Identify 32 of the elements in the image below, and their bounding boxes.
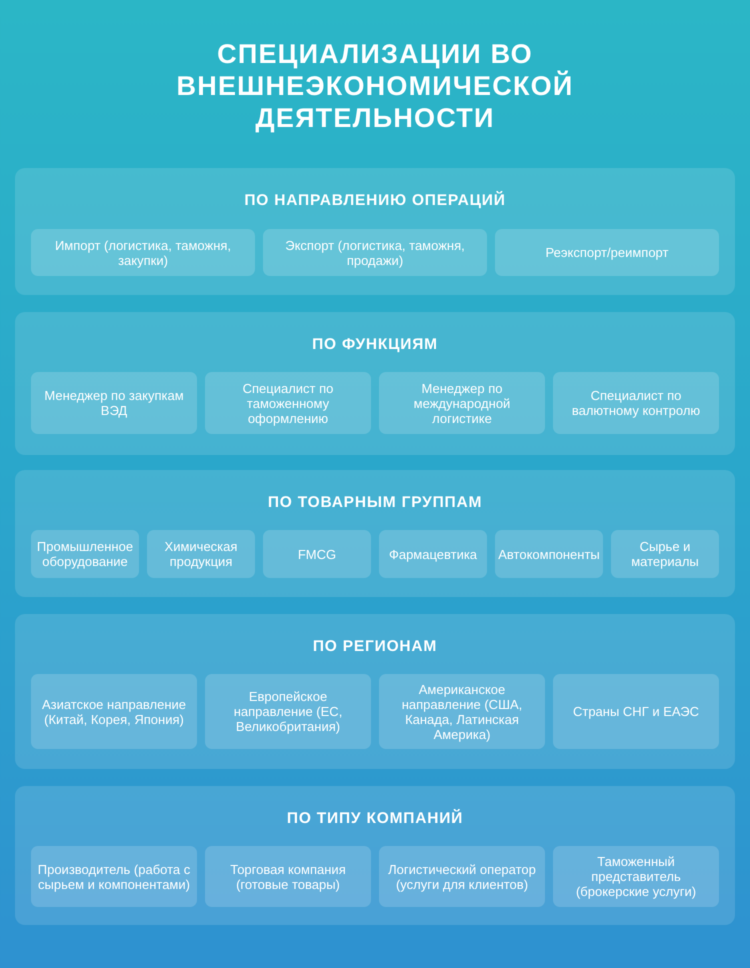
group-heading: ПО НАПРАВЛЕНИЮ ОПЕРАЦИЙ [244, 192, 506, 210]
group-panel [15, 470, 735, 597]
category-card: Химическая продукция [147, 530, 255, 578]
category-card: Американское направление (США, Канада, Латинская Америка) [379, 674, 545, 749]
category-card: FMCG [263, 530, 371, 578]
category-card: Специалист по таможенному оформлению [205, 372, 371, 434]
category-card: Менеджер по закупкам ВЭД [31, 372, 197, 434]
group-heading: ПО ТОВАРНЫМ ГРУППАМ [268, 494, 482, 512]
category-card: Промышленное оборудование [31, 530, 139, 578]
category-card: Импорт (логистика, таможня, закупки) [31, 229, 255, 276]
category-card: Реэкспорт/реимпорт [495, 229, 719, 276]
group-heading: ПО РЕГИОНАМ [312, 638, 438, 656]
group-heading: ПО ФУНКЦИЯМ [312, 336, 438, 354]
category-card: Европейское направление (ЕС, Великобритания) [205, 674, 371, 749]
title: СПЕЦИАЛИЗАЦИИ ВО ВНЕШНЕЭКОНОМИЧЕСКОЙ ДЕЯТЕЛЬНОСТИ [176, 38, 574, 134]
category-card: Менеджер по международной логистике [379, 372, 545, 434]
category-card: Производитель (работа с сырьем и компонентами) [31, 846, 197, 907]
group-panel [15, 614, 735, 769]
group-panel [15, 786, 735, 925]
category-card: Азиатское направление (Китай, Корея, Япония) [31, 674, 197, 749]
category-card: Торговая компания (готовые товары) [205, 846, 371, 907]
group-panel [15, 168, 735, 295]
category-card: Сырье и материалы [611, 530, 719, 578]
group-panel [15, 312, 735, 455]
category-card: Экспорт (логистика, таможня, продажи) [263, 229, 487, 276]
group-heading: ПО ТИПУ КОМПАНИЙ [286, 810, 464, 828]
category-card: Таможенный представитель (брокерские услуги) [553, 846, 719, 907]
category-card: Специалист по валютному контролю [553, 372, 719, 434]
category-card: Страны СНГ и ЕАЭС [553, 674, 719, 749]
category-card: Фармацевтика [379, 530, 487, 578]
category-card: Автокомпоненты [495, 530, 603, 578]
category-card: Логистический оператор (услуги для клиентов) [379, 846, 545, 907]
